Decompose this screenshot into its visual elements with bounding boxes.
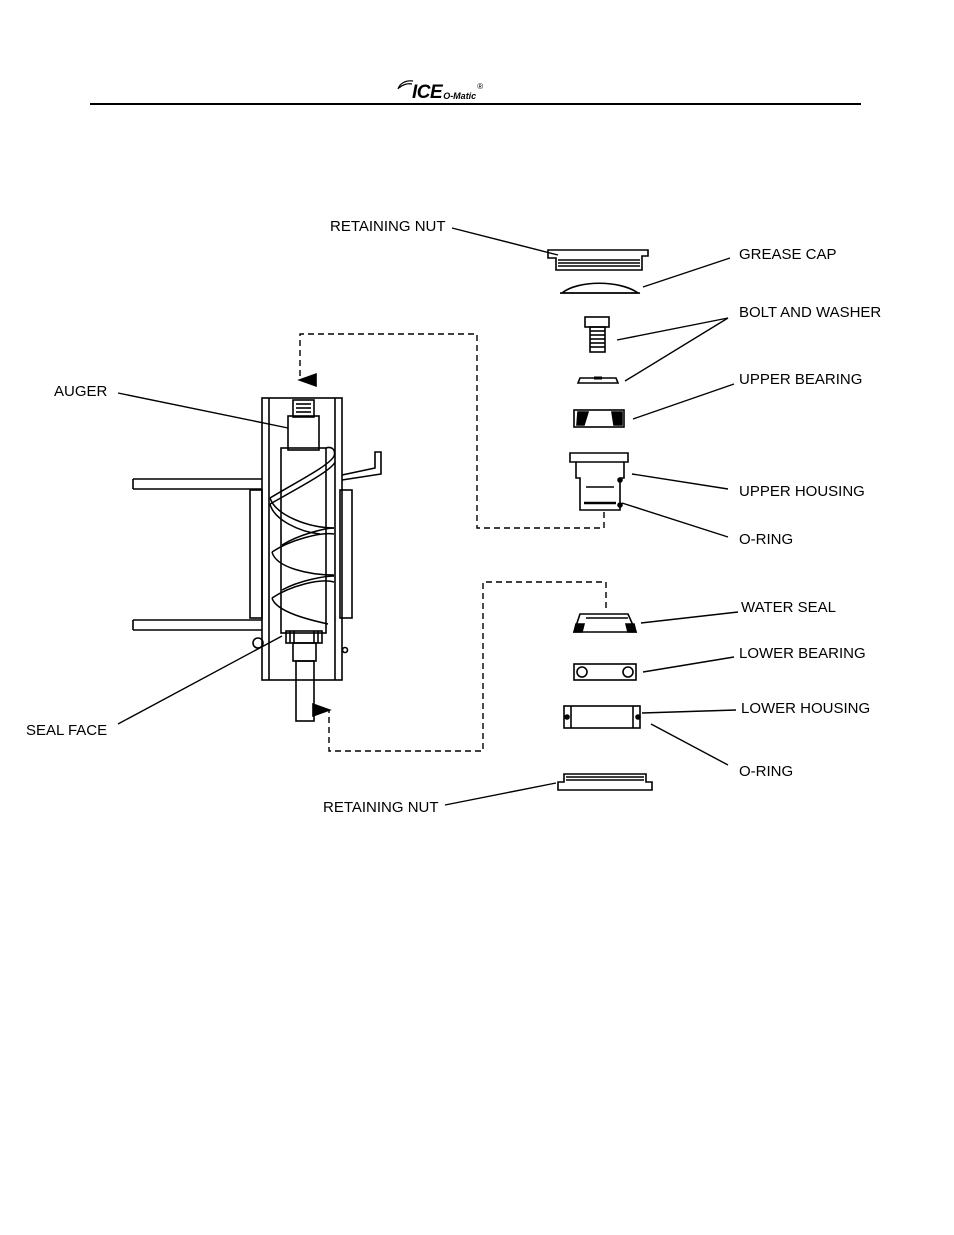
retaining-nut-top-part xyxy=(548,250,648,270)
label-auger: AUGER xyxy=(54,383,108,400)
label-retaining-nut-top: RETAINING NUT xyxy=(330,218,446,235)
left-jacket xyxy=(250,490,262,618)
label-retaining-nut-bottom: RETAINING NUT xyxy=(323,799,439,816)
label-o-ring-upper: O-RING xyxy=(739,531,793,548)
label-seal-face: SEAL FACE xyxy=(26,722,107,739)
retaining-nut-bottom-part xyxy=(558,774,652,790)
label-o-ring-lower: O-RING xyxy=(739,763,793,780)
leader-grease-cap xyxy=(643,258,730,287)
upper-bearing-part xyxy=(574,410,624,427)
leader-water-seal xyxy=(641,612,738,623)
leader-retaining-nut-bottom xyxy=(445,783,556,805)
auger-lower-shaft xyxy=(293,643,316,661)
water-seal-part xyxy=(574,614,636,632)
label-upper-housing: UPPER HOUSING xyxy=(739,483,865,500)
label-bolt-and-washer: BOLT AND WASHER xyxy=(739,304,881,321)
leader-retaining-nut-top xyxy=(452,228,558,255)
label-upper-bearing: UPPER BEARING xyxy=(739,371,862,388)
label-lower-housing: LOWER HOUSING xyxy=(741,700,870,717)
leader-o-ring-upper xyxy=(622,503,728,537)
lower-housing-part xyxy=(564,706,640,728)
hook-tube xyxy=(342,452,381,480)
evaporator-assembly xyxy=(133,398,381,721)
label-water-seal: WATER SEAL xyxy=(741,599,836,616)
auger-upper-shaft xyxy=(288,416,319,450)
leader-o-ring-lower xyxy=(651,724,728,765)
washer-part xyxy=(578,378,618,383)
leader-seal-face xyxy=(118,636,282,724)
label-lower-bearing: LOWER BEARING xyxy=(739,645,866,662)
lower-bearing-part xyxy=(574,664,636,680)
leader-lower-housing xyxy=(642,710,736,713)
upper-housing-part xyxy=(570,453,628,510)
leader-lines xyxy=(118,228,738,805)
refrigerant-tube-upper xyxy=(133,479,262,489)
assembly-path-lines xyxy=(300,334,606,751)
grease-cap-part xyxy=(560,283,640,293)
refrigerant-tube-lower xyxy=(133,620,262,630)
label-grease-cap: GREASE CAP xyxy=(739,246,837,263)
leader-upper-housing xyxy=(632,474,728,489)
auger-bottom-spline xyxy=(296,661,314,721)
bolt-part xyxy=(585,317,609,352)
leader-washer xyxy=(625,318,728,381)
upper-assembly-path xyxy=(300,334,604,528)
leader-lower-bearing xyxy=(643,657,734,672)
leader-upper-bearing xyxy=(633,384,734,419)
